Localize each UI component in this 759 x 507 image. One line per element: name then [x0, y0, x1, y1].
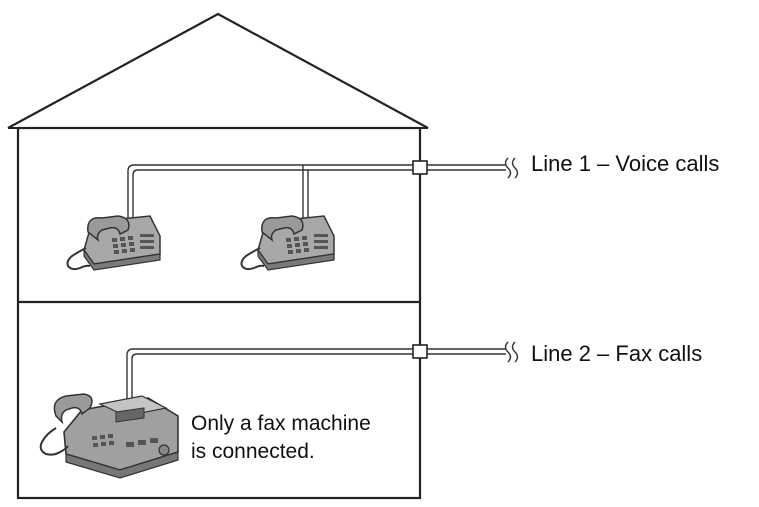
line-break-icon: [504, 157, 519, 179]
telephone-icon: [240, 215, 335, 271]
note-line-1: Only a fax machine: [191, 412, 371, 435]
line-1-jack: [412, 160, 428, 175]
note-line-2: is connected.: [191, 440, 315, 463]
house-walls: [16, 126, 422, 500]
line-2-cable: [126, 348, 506, 405]
fax-machine-icon: [39, 393, 179, 479]
telephone-icon: [66, 215, 161, 271]
line-1-label: Line 1 – Voice calls: [531, 151, 720, 176]
fax-only-note: Only a fax machine is connected.: [191, 410, 371, 466]
line-2-label: Line 2 – Fax calls: [531, 341, 703, 366]
line-2-jack: [412, 344, 428, 359]
line-break-icon: [504, 341, 519, 363]
house-roof: [7, 12, 429, 129]
